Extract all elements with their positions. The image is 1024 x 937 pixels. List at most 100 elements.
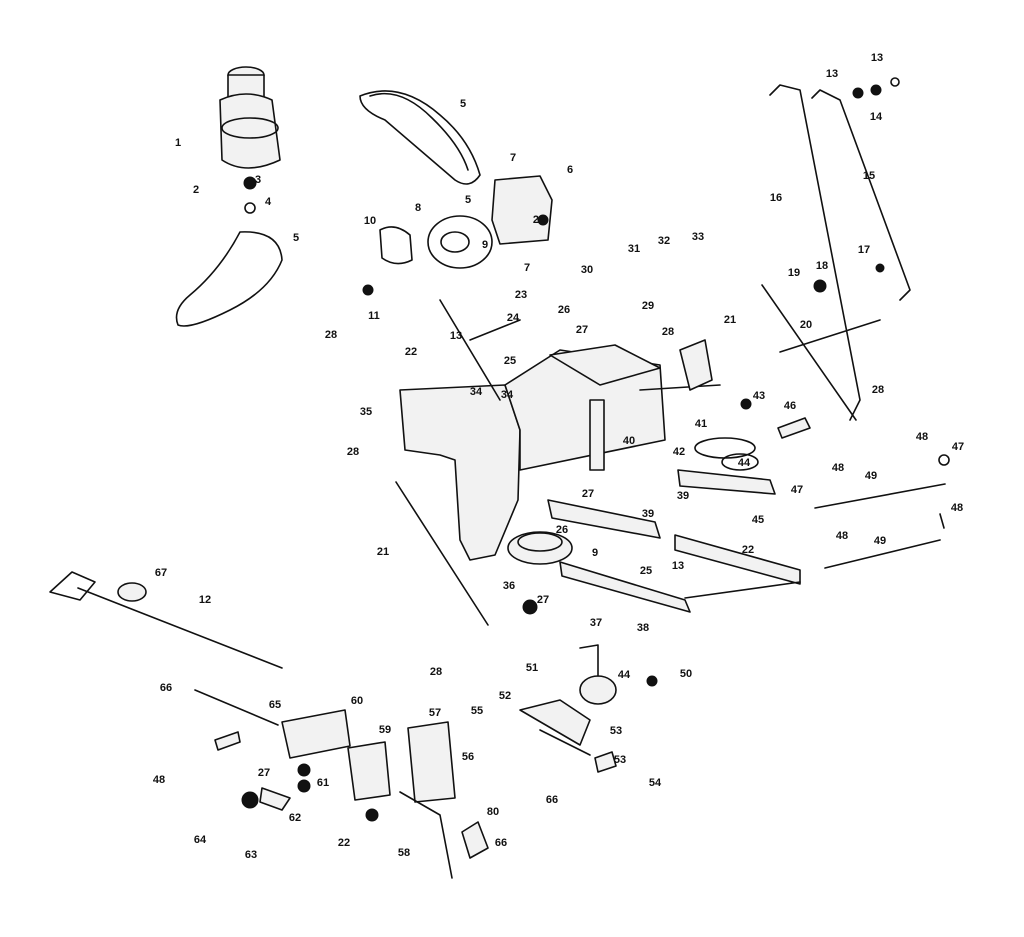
callout-c62: 62: [289, 812, 301, 824]
callout-c60: 60: [351, 695, 363, 707]
callout-c27a: 27: [576, 324, 588, 336]
callout-c31: 31: [628, 243, 640, 255]
callout-c16: 16: [770, 192, 782, 204]
callout-c48d: 48: [836, 530, 848, 542]
callout-c53a: 53: [610, 725, 622, 737]
callout-c40: 40: [623, 435, 635, 447]
callout-c12: 12: [199, 594, 211, 606]
callout-c50: 50: [680, 668, 692, 680]
side-rods: [814, 454, 950, 569]
disc-pulley: [507, 531, 573, 615]
lower-linkage: [194, 689, 489, 879]
callout-c6: 6: [567, 164, 573, 176]
callout-c15: 15: [863, 170, 875, 182]
callout-c59: 59: [379, 724, 391, 736]
callout-c38: 38: [637, 622, 649, 634]
callout-c5a: 5: [460, 98, 466, 110]
callout-c49b: 49: [874, 535, 886, 547]
callout-c51: 51: [526, 662, 538, 674]
callout-c29: 29: [642, 300, 654, 312]
callout-c67: 67: [155, 567, 167, 579]
callout-c39b: 39: [642, 508, 654, 520]
callout-c36: 36: [503, 580, 515, 592]
callout-c7a: 7: [510, 152, 516, 164]
callout-c42: 42: [673, 446, 685, 458]
callout-c66b: 66: [546, 794, 558, 806]
drive-belts: [175, 90, 481, 327]
callout-c27d: 27: [258, 767, 270, 779]
upper-handles: [769, 77, 911, 421]
callout-c49a: 49: [865, 470, 877, 482]
callout-c27b: 27: [582, 488, 594, 500]
callout-c37: 37: [590, 617, 602, 629]
callout-c2: 2: [193, 184, 199, 196]
lower-right-linkage: [519, 644, 658, 773]
callout-c28e: 28: [430, 666, 442, 678]
callout-c28d: 28: [347, 446, 359, 458]
callout-c39a: 39: [677, 490, 689, 502]
callout-c8: 8: [415, 202, 421, 214]
callout-c7b: 7: [524, 262, 530, 274]
callout-c64: 64: [194, 834, 207, 846]
callout-c35: 35: [360, 406, 372, 418]
callout-c28a: 28: [325, 329, 337, 341]
idler-assembly: [694, 398, 811, 471]
callout-c3: 3: [255, 174, 261, 186]
callout-c21b: 21: [377, 546, 389, 558]
callout-c9a: 9: [482, 239, 488, 251]
callout-c21a: 21: [724, 314, 736, 326]
main-frame: [399, 299, 721, 561]
callout-c22a: 22: [533, 214, 545, 226]
callout-c66a: 66: [160, 682, 172, 694]
callout-c55: 55: [471, 705, 483, 717]
pulley-assembly: [219, 66, 281, 214]
callout-c44a: 44: [738, 457, 751, 469]
callout-c48c: 48: [951, 502, 963, 514]
callout-c32: 32: [658, 235, 670, 247]
callout-c5b: 5: [293, 232, 299, 244]
lower-lever: [49, 571, 283, 669]
callout-c80: 80: [487, 806, 499, 818]
callout-c13c: 13: [450, 330, 462, 342]
callout-c33: 33: [692, 231, 704, 243]
callout-c13b: 13: [826, 68, 838, 80]
callout-c22c: 22: [742, 544, 754, 556]
callout-c48e: 48: [153, 774, 165, 786]
callout-c54: 54: [649, 777, 662, 789]
callout-c26a: 26: [558, 304, 570, 316]
callout-c27c: 27: [537, 594, 549, 606]
callout-c25b: 25: [640, 565, 652, 577]
callout-c65: 65: [269, 699, 281, 711]
callout-c1: 1: [175, 137, 181, 149]
callout-c22b: 22: [405, 346, 417, 358]
callout-c48b: 48: [832, 462, 844, 474]
callout-c24: 24: [507, 312, 520, 324]
callout-c57: 57: [429, 707, 441, 719]
callout-c25a: 25: [504, 355, 516, 367]
callout-c14: 14: [870, 111, 883, 123]
callout-c58: 58: [398, 847, 410, 859]
callout-c28b: 28: [662, 326, 674, 338]
callout-c19: 19: [788, 267, 800, 279]
callout-c53b: 53: [614, 754, 626, 766]
callout-c13d: 13: [672, 560, 684, 572]
callout-c10: 10: [364, 215, 376, 227]
callout-c66c: 66: [495, 837, 507, 849]
callout-c52: 52: [499, 690, 511, 702]
callout-c11: 11: [368, 310, 380, 322]
callout-c45: 45: [752, 514, 764, 526]
control-rods: [395, 284, 857, 626]
callout-c26b: 26: [556, 524, 568, 536]
callout-c13a: 13: [871, 52, 883, 64]
callout-c20: 20: [800, 319, 812, 331]
callout-c28c: 28: [872, 384, 884, 396]
callout-c44b: 44: [618, 669, 631, 681]
callout-c41: 41: [695, 418, 707, 430]
callout-c48a: 48: [916, 431, 928, 443]
callout-c23: 23: [515, 289, 527, 301]
callout-c34a: 34: [470, 386, 483, 398]
callout-c43: 43: [753, 390, 765, 402]
callout-c5c: 5: [465, 194, 471, 206]
callout-c4: 4: [265, 196, 272, 208]
